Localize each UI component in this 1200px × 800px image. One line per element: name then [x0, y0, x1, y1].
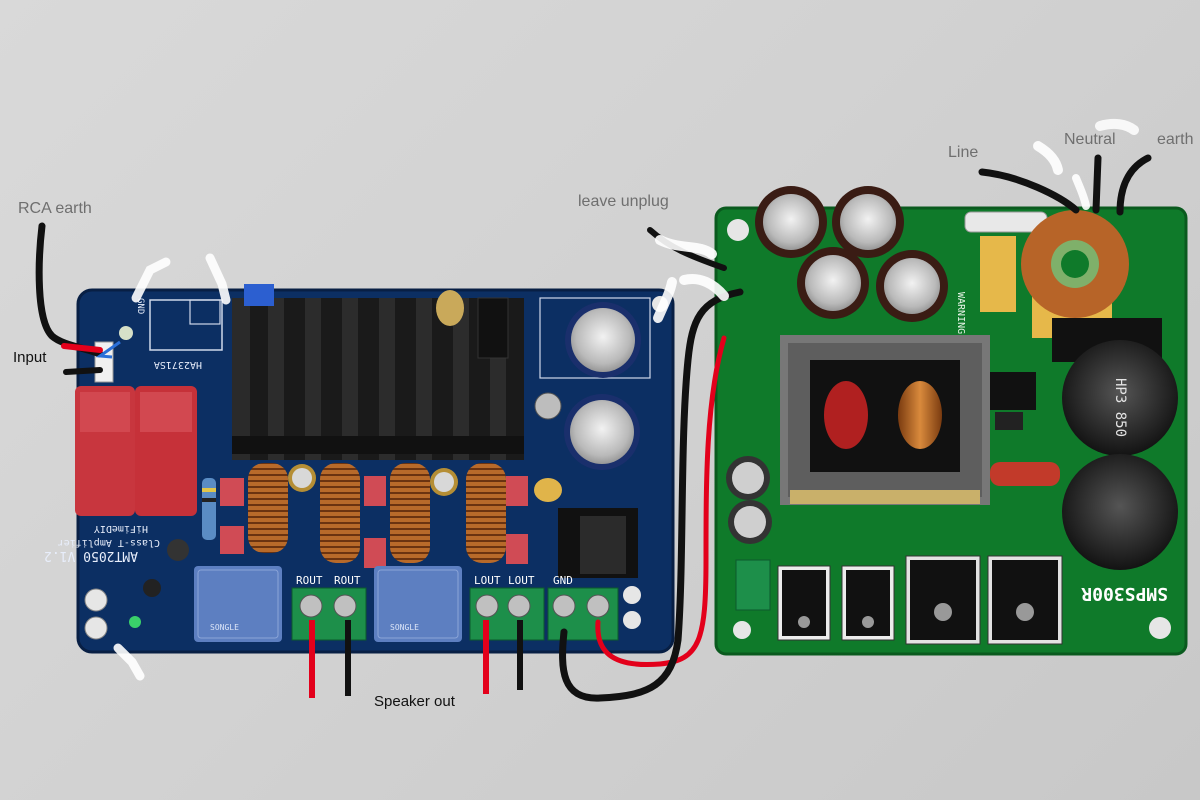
amp-chip-label: HA2371SA	[154, 359, 202, 370]
psu-model-label: SMPS300R	[1081, 583, 1168, 604]
earth-wire	[1116, 154, 1152, 216]
gnd-terminal-label: GND	[553, 574, 573, 587]
drawn-wires	[35, 118, 1152, 702]
relay-label-2: SONGLE	[390, 623, 419, 632]
relay-label-1: SONGLE	[210, 623, 239, 632]
blue-arrow-icon	[95, 340, 121, 359]
rout-label-1: ROUT	[296, 574, 323, 587]
rout-label-2: ROUT	[334, 574, 361, 587]
line-annotation: Line	[948, 144, 978, 161]
psu-warning-label: WARNING	[955, 292, 966, 334]
amp-brand-label: HiFimeDIY	[94, 523, 148, 534]
neutral-wire	[1092, 154, 1102, 214]
lout-label-1: LOUT	[474, 574, 501, 587]
power-supply-board: HP3 850	[714, 186, 1188, 656]
rca-earth-annotation: RCA earth	[18, 200, 92, 217]
input-black-wire	[63, 367, 103, 375]
leave-unplug-wire	[647, 227, 727, 271]
power-black-wire	[559, 288, 744, 702]
transformer	[780, 335, 990, 505]
neutral-annotation: Neutral	[1064, 131, 1116, 148]
lout-label-2: LOUT	[508, 574, 535, 587]
amplifier-board: AMT2050 V1.2 Class-T Amplifier HiFimeDIY…	[44, 284, 675, 654]
input-red-wire	[61, 343, 103, 353]
amp-model-label: AMT2050 V1.2	[44, 548, 138, 563]
leave-unplug-annotation: leave unplug	[578, 193, 669, 210]
line-wire	[978, 168, 1080, 214]
output-inductors	[248, 463, 506, 563]
terminal-blocks	[291, 587, 619, 641]
amp-subtitle-label: Class-T Amplifier	[58, 537, 160, 548]
input-annotation: Input	[13, 349, 47, 366]
power-red-wire	[595, 335, 727, 668]
earth-annotation: earth	[1157, 131, 1193, 148]
gnd-top-label: GND	[135, 298, 145, 314]
speaker-out-annotation: Speaker out	[374, 693, 456, 710]
psu-cap-label: HP3 850	[1112, 378, 1128, 437]
